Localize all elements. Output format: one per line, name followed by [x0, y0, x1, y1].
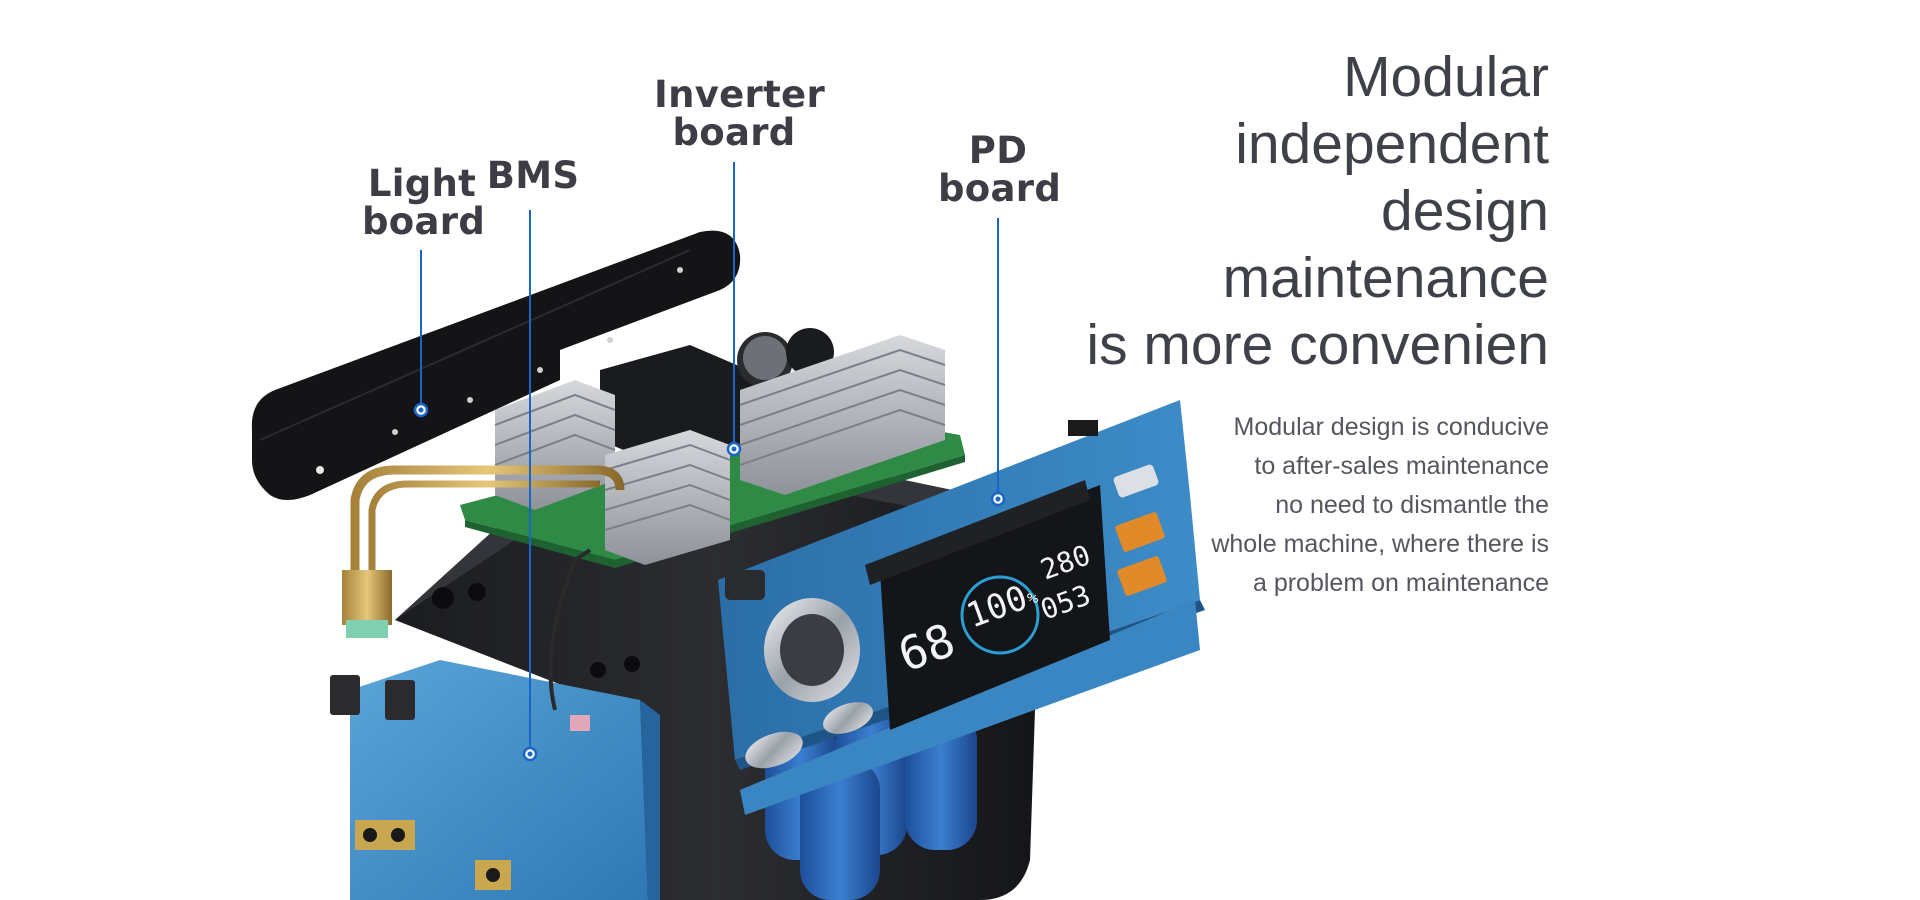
- headline-line-2: independent: [1235, 112, 1549, 176]
- heatsink-right: [739, 335, 946, 495]
- label-light-board-line-1: Light: [367, 162, 477, 205]
- label-pd-board-line-2: board: [938, 167, 1062, 210]
- label-light-board-line-2: board: [362, 200, 486, 243]
- headline-line-4: maintenance: [1222, 246, 1549, 310]
- label-inverter-board-line-1: Inverter: [654, 73, 825, 116]
- description-line-3: no need to dismantle the: [1275, 491, 1549, 519]
- label-bms-line-1: BMS: [486, 154, 580, 197]
- label-pd-board: PD board: [938, 129, 1062, 210]
- description-paragraph: Modular design is conducive to after-sal…: [1069, 408, 1549, 603]
- label-bms: BMS: [478, 157, 588, 195]
- callout-lines: [420, 162, 999, 752]
- description-line-4: whole machine, where there is: [1211, 530, 1549, 558]
- headline-line-3: design: [1381, 179, 1549, 243]
- copper-pipes: [350, 465, 625, 580]
- light-board-plate: [251, 230, 741, 501]
- lcd-panel: [865, 480, 1110, 730]
- label-inverter-board-line-2: board: [672, 111, 796, 154]
- headline-line-5: is more convenien: [1086, 313, 1549, 377]
- heatsink-left: [494, 380, 616, 510]
- page-headline: Modular independent design maintenance i…: [1029, 44, 1549, 379]
- description-line-2: to after-sales maintenance: [1254, 452, 1549, 480]
- headline-line-1: Modular: [1343, 45, 1549, 109]
- label-pd-board-line-1: PD: [968, 129, 1028, 172]
- description-line-5: a problem on maintenance: [1252, 569, 1549, 597]
- label-inverter-board: Inverter board: [654, 73, 825, 154]
- label-light-board: Light board: [362, 162, 486, 243]
- pd-lower-board: [740, 600, 1200, 815]
- heatsink-center: [604, 430, 731, 565]
- description-line-1: Modular design is conducive: [1233, 413, 1549, 441]
